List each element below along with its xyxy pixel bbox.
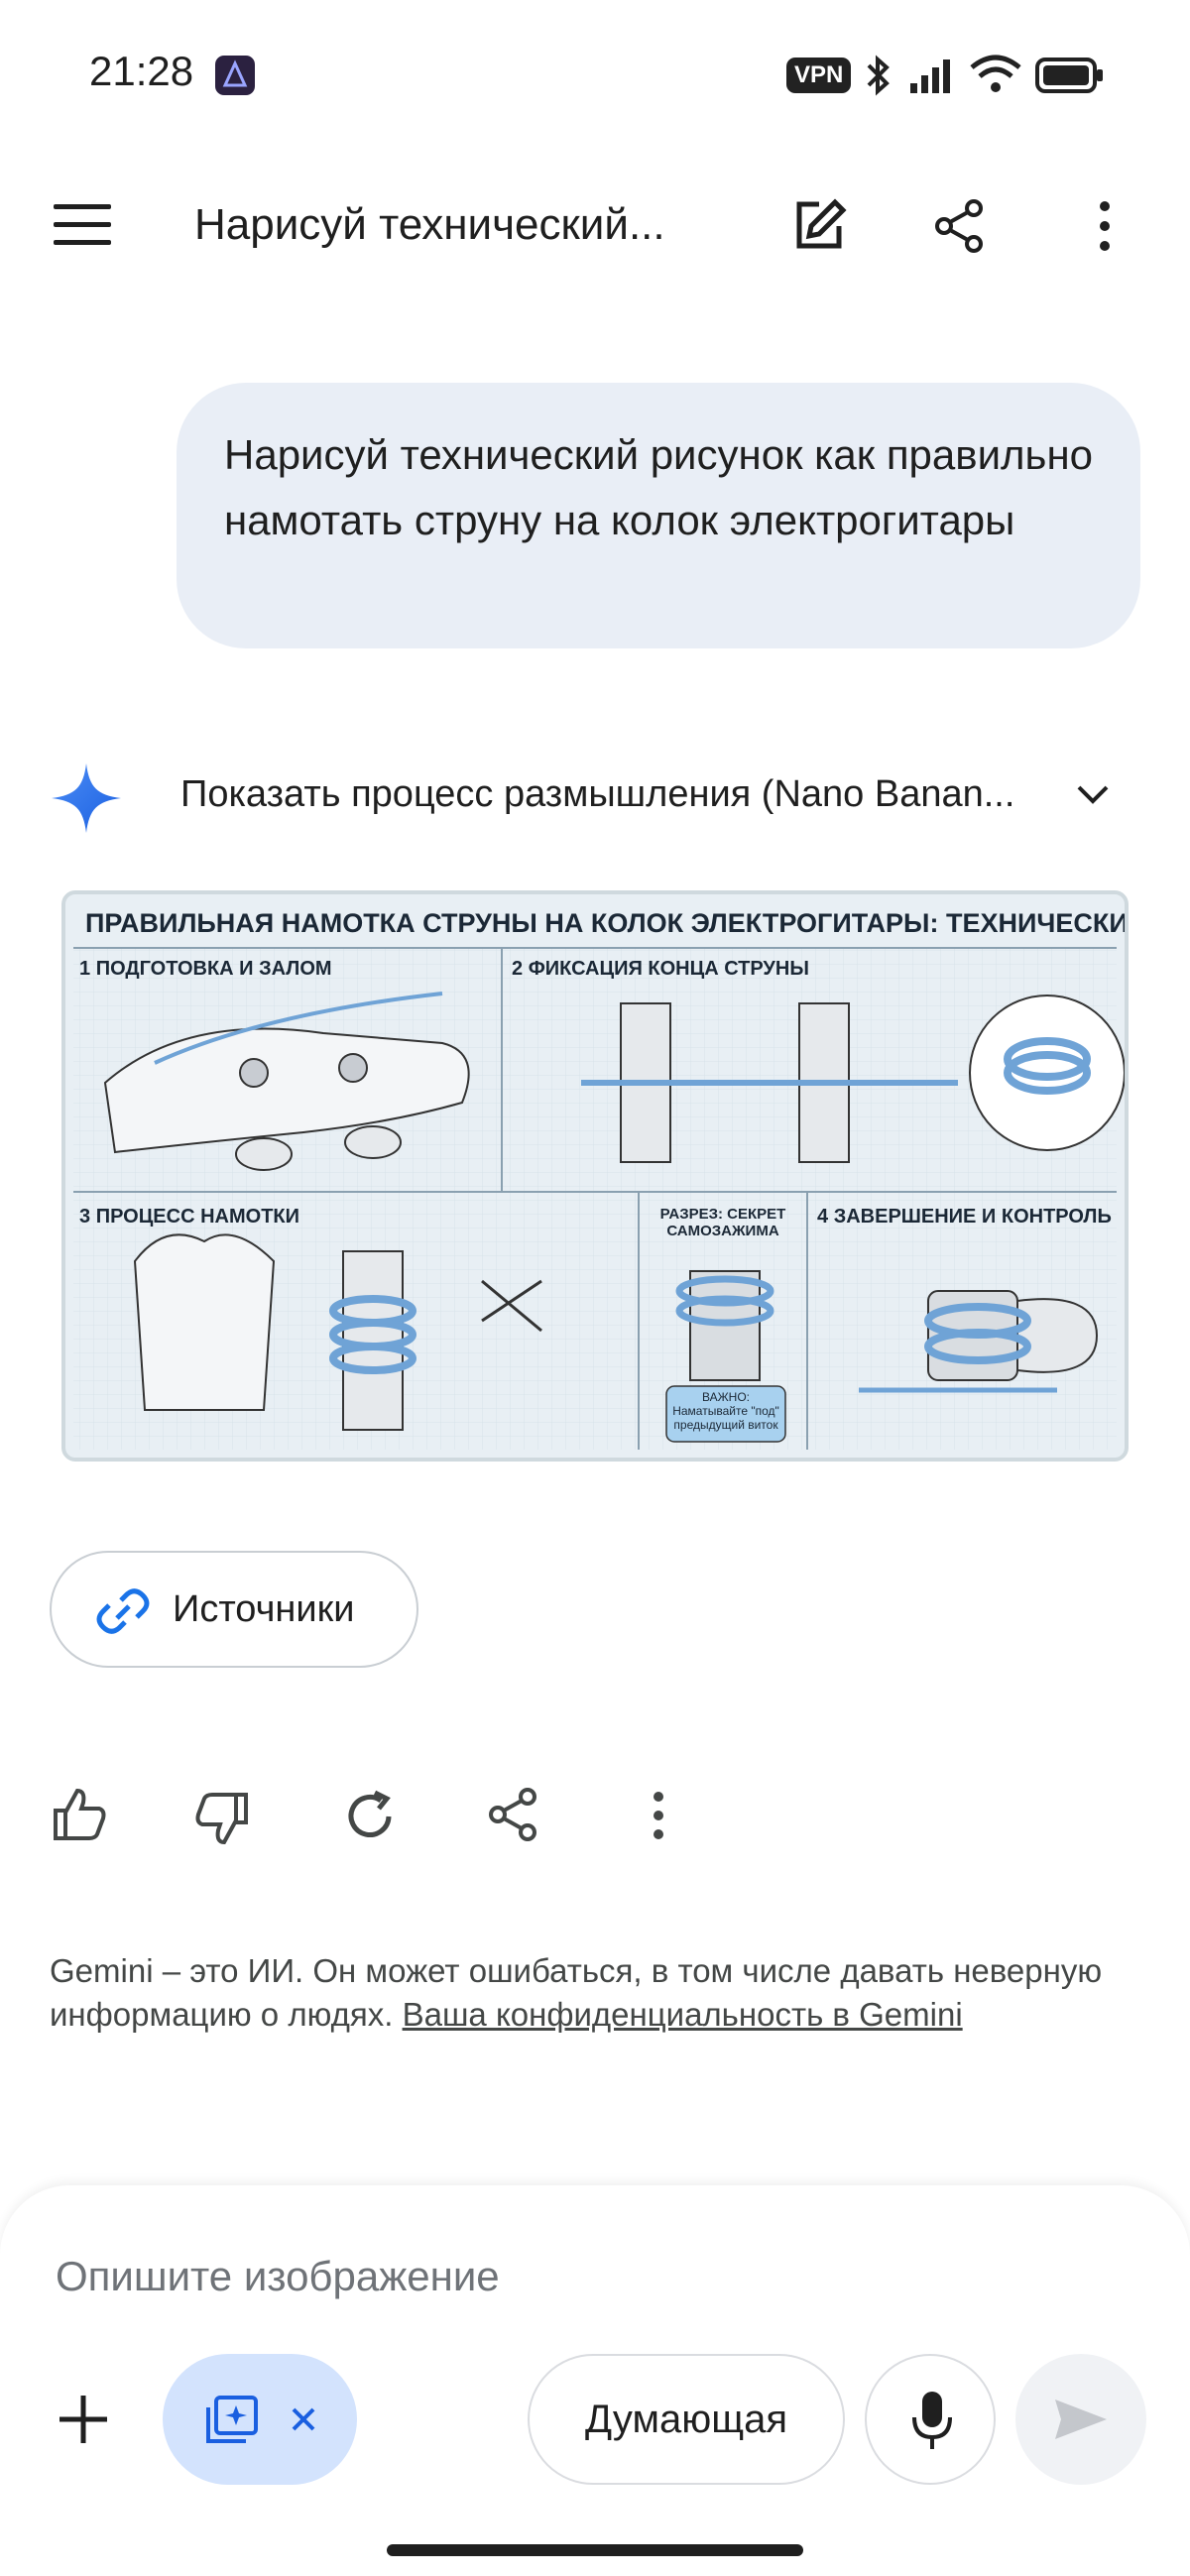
link-icon: [96, 1588, 150, 1634]
app-notification-icon: [215, 56, 255, 95]
add-icon[interactable]: [56, 2392, 111, 2447]
panel-step-3: 3 ПРОЦЕСС НАМОТКИ: [79, 1206, 299, 1228]
home-indicator: [387, 2544, 803, 2556]
status-time: 21:28: [89, 48, 194, 94]
technical-drawing: [73, 947, 1125, 1450]
user-message-text: Нарисуй технический рисунок как правильн…: [224, 431, 1093, 543]
share-icon[interactable]: [932, 198, 988, 254]
send-button[interactable]: [1015, 2354, 1146, 2485]
more-icon[interactable]: [649, 1791, 668, 1840]
chevron-down-icon[interactable]: [1075, 781, 1111, 807]
edit-icon[interactable]: [789, 196, 849, 256]
battery-icon: [1035, 58, 1103, 93]
more-vert-icon[interactable]: [1095, 200, 1115, 252]
privacy-link[interactable]: Ваша конфиденциальность в Gemini: [402, 1996, 963, 2033]
sources-button[interactable]: Источники: [50, 1551, 418, 1668]
vpn-badge: VPN: [786, 58, 852, 93]
signal-icon: [910, 59, 950, 93]
mode-label: Думающая: [584, 2398, 788, 2441]
chat-title[interactable]: Нарисуй технический...: [194, 200, 665, 249]
panel-step-2: 2 ФИКСАЦИЯ КОНЦА СТРУНЫ: [512, 958, 809, 980]
mic-button[interactable]: [865, 2354, 996, 2485]
mode-selector[interactable]: Думающая: [528, 2354, 845, 2485]
image-title: ПРАВИЛЬНАЯ НАМОТКА СТРУНЫ НА КОЛОК ЭЛЕКТ…: [85, 908, 1129, 938]
disclaimer: Gemini – это ИИ. Он может ошибаться, в т…: [50, 1949, 1140, 2037]
thumbs-up-icon[interactable]: [50, 1785, 109, 1844]
sources-label: Источники: [173, 1588, 355, 1630]
generated-image[interactable]: ПРАВИЛЬНАЯ НАМОТКА СТРУНЫ НА КОЛОК ЭЛЕКТ…: [61, 890, 1129, 1462]
panel-step-4: 4 ЗАВЕРШЕНИЕ И КОНТРОЛЬ: [817, 1206, 1112, 1228]
prompt-input[interactable]: Опишите изображение: [56, 2253, 500, 2299]
panel-cut: РАЗРЕЗ: СЕКРЕТ САМОЗАЖИМА: [659, 1206, 786, 1239]
wifi-icon: [970, 55, 1021, 92]
menu-icon[interactable]: [50, 198, 115, 252]
thumbs-down-icon[interactable]: [192, 1789, 252, 1848]
share-icon-action[interactable]: [486, 1785, 541, 1844]
user-message-bubble: Нарисуй технический рисунок как правильн…: [177, 383, 1140, 648]
bluetooth-icon: [867, 55, 890, 96]
disclaimer-text: Gemini – это ИИ. Он может ошибаться, в т…: [50, 1952, 1103, 2033]
gemini-sparkle-icon: [52, 763, 121, 833]
send-icon: [1055, 2400, 1107, 2439]
image-gen-icon: [206, 2396, 258, 2443]
mic-icon: [912, 2392, 952, 2449]
panel-step-1: 1 ПОДГОТОВКА И ЗАЛОМ: [79, 958, 332, 980]
important-note: ВАЖНО: Наматывайте "под" предыдущий вито…: [672, 1390, 779, 1432]
image-tool-chip[interactable]: [163, 2354, 357, 2485]
thinking-toggle[interactable]: Показать процесс размышления (Nano Banan…: [180, 773, 1015, 815]
refresh-icon[interactable]: [341, 1787, 399, 1844]
close-icon[interactable]: [290, 2405, 317, 2433]
